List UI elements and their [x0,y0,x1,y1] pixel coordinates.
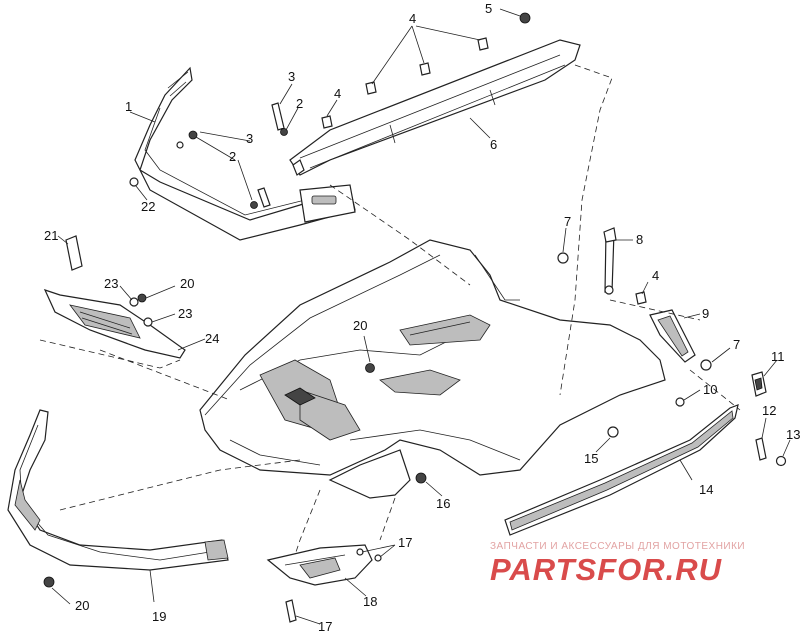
callout-13: 13 [786,427,800,442]
bumper-strip-part-14 [504,404,739,536]
callout-3a: 3 [288,69,295,84]
callout-14: 14 [699,482,713,497]
skid-plate-part-18 [266,544,373,586]
watermark: ЗАПЧАСТИ И АКСЕССУАРЫ ДЛЯ МОТОТЕХНИКИ PA… [490,541,745,587]
callout-4a: 4 [409,11,416,26]
callout-16: 16 [436,496,450,511]
callout-20a: 20 [180,276,194,291]
callout-7a: 7 [564,214,571,229]
clip-part-11 [751,371,767,397]
callout-15: 15 [584,451,598,466]
callout-20c: 20 [75,598,89,613]
callout-17b: 17 [318,619,332,632]
bracket-part-24 [43,288,186,359]
hardware [43,12,787,623]
assembly-lines [39,64,741,556]
leader-lines [51,8,791,625]
callout-18: 18 [363,594,377,609]
callout-4c: 4 [652,268,659,283]
watermark-subtitle: ЗАПЧАСТИ И АКСЕССУАРЫ ДЛЯ МОТОТЕХНИКИ [490,541,745,552]
callout-7b: 7 [733,337,740,352]
callout-21: 21 [44,228,58,243]
callout-10: 10 [703,382,717,397]
callout-labels: 1 2 2 3 3 4 4 4 5 6 7 7 8 9 10 11 12 13 … [44,1,800,632]
hood-body [199,239,666,499]
bracket-part-1 [134,66,356,241]
callout-1: 1 [125,99,132,114]
callout-6: 6 [490,137,497,152]
bumper-bar-part-6 [289,39,581,176]
callout-2a: 2 [229,149,236,164]
callout-9: 9 [702,306,709,321]
callout-19: 19 [152,609,166,624]
callout-4b: 4 [334,86,341,101]
callout-23a: 23 [104,276,118,291]
link-rod-part-8 [603,227,617,295]
callout-3b: 3 [246,131,253,146]
callout-11: 11 [771,349,785,364]
lower-nose-part-19 [7,409,229,571]
watermark-brand: PARTSFOR.RU [490,552,723,587]
callout-5: 5 [485,1,492,16]
bracket-part-9 [649,309,696,363]
callout-22: 22 [141,199,155,214]
callout-24: 24 [205,331,219,346]
callout-12: 12 [762,403,776,418]
callout-2b: 2 [296,96,303,111]
callout-17a: 17 [398,535,412,550]
callout-20b: 20 [353,318,367,333]
callout-8: 8 [636,232,643,247]
callout-23b: 23 [178,306,192,321]
